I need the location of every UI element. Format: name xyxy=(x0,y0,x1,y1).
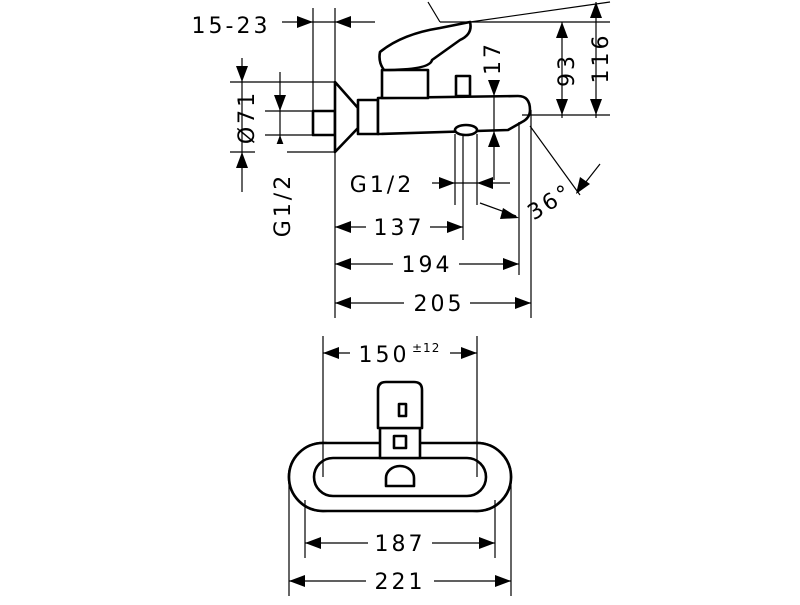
dim-inlet-thread: G1/2 xyxy=(271,173,296,237)
dim-lever-above-outlet: 17 xyxy=(481,41,506,75)
dim-lever-height-116: 116 xyxy=(589,33,614,84)
dim-flange-diameter: Ø71 xyxy=(235,90,260,144)
dim-centres: 150 xyxy=(359,343,410,368)
side-view-mixer-outline xyxy=(311,20,532,154)
dim-wall-offset: 15-23 xyxy=(192,14,271,39)
dim-centres-tolerance: ±12 xyxy=(412,341,440,355)
dim-outlet-thread: G1/2 xyxy=(350,173,414,198)
dim-angle: 36° xyxy=(524,179,578,226)
dim-lever-height-93: 93 xyxy=(555,53,580,87)
dim-body-length: 194 xyxy=(402,253,453,278)
dim-outlet-reach: 137 xyxy=(374,216,425,241)
dim-body-width: 187 xyxy=(375,532,426,557)
front-view: 150 ±12 187 221 xyxy=(287,336,513,596)
front-view-extension-lines xyxy=(288,336,512,596)
front-view-dimension-labels: 150 ±12 187 221 xyxy=(350,338,450,595)
dim-total-width: 221 xyxy=(375,570,426,595)
side-view: 15-23 Ø71 G1/2 17 93 116 G1/2 36° 137 19… xyxy=(190,1,614,318)
side-view-extension-lines xyxy=(230,1,611,318)
dim-total-length: 205 xyxy=(414,292,465,317)
front-view-mixer-outline xyxy=(287,380,513,513)
